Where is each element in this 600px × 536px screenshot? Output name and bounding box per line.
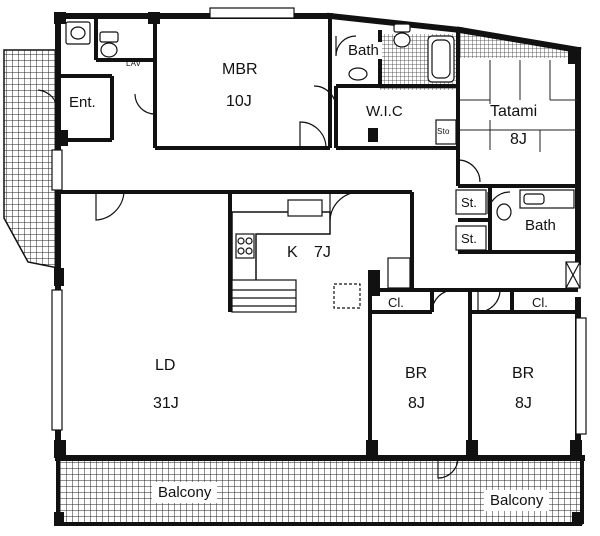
label-lavatory: LAV (126, 59, 142, 68)
door-swings (37, 35, 511, 479)
room-name-mbr: MBR (222, 61, 258, 78)
room-size-tatami: 8J (508, 131, 529, 148)
label-balcony-1: Balcony (152, 482, 218, 503)
columns (54, 12, 582, 526)
room-name-br1: BR (405, 365, 428, 382)
label-storage: Sto (437, 127, 450, 136)
windows (51, 7, 587, 435)
room-name-tatami: Tatami (488, 103, 540, 120)
outer-walls (55, 12, 585, 461)
room-size-kitchen: 7J (314, 244, 331, 261)
label-storage-1: St. (461, 195, 477, 210)
label-closet-2: Cl. (532, 295, 548, 310)
room-size-ld: 31J (153, 395, 179, 412)
label-entrance: Ent. (66, 94, 99, 111)
storage-hatches (435, 119, 487, 251)
label-closet-1: Cl. (388, 295, 404, 310)
label-balcony-2: Balcony (484, 490, 550, 511)
tatami-mats (460, 60, 578, 152)
interior-walls (58, 16, 578, 458)
room-name-br2: BR (512, 365, 535, 382)
label-bath-master: Bath (345, 42, 382, 59)
fixtures (65, 21, 581, 313)
room-size-br2: 8J (515, 395, 532, 412)
label-storage-2: St. (461, 231, 477, 246)
room-name-ld: LD (155, 357, 176, 374)
room-size-mbr: 10J (226, 93, 252, 110)
entry-terrace-tiles (3, 49, 59, 269)
label-bath-small: Bath (522, 217, 559, 234)
room-name-kitchen: K (287, 244, 298, 261)
label-wic: W.I.C (366, 103, 403, 120)
room-size-br1: 8J (408, 395, 425, 412)
